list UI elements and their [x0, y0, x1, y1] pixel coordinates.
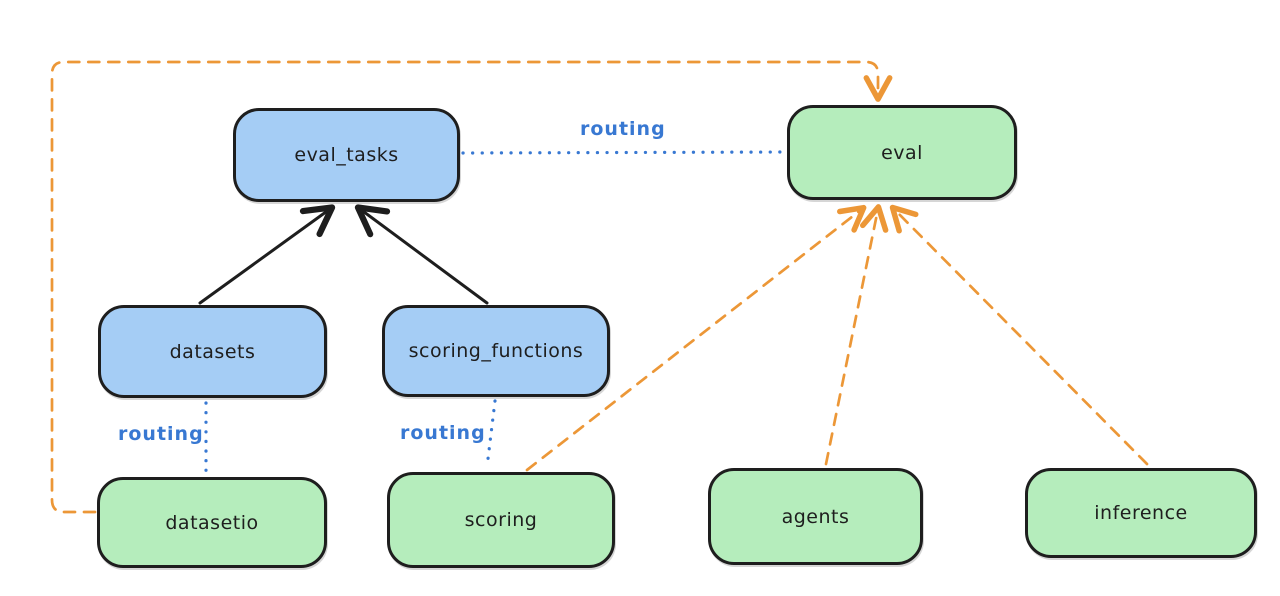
node-inference: inference [1025, 468, 1257, 558]
node-eval-tasks: eval_tasks [233, 108, 460, 202]
edge-scoring-eval [525, 204, 867, 472]
edge-datasetio-eval [50, 60, 893, 514]
edge-agents-eval [824, 204, 889, 466]
edge-label-routing-top: routing [580, 118, 666, 140]
node-datasets: datasets [98, 305, 327, 398]
node-scoring-functions: scoring_functions [382, 305, 610, 397]
node-datasetio-label: datasetio [165, 511, 259, 534]
node-scoring-label: scoring [464, 509, 538, 531]
edge-label-routing-middle: routing [400, 422, 486, 444]
node-datasetio: datasetio [97, 477, 327, 568]
node-scoring: scoring [387, 472, 615, 568]
node-eval-label: eval [881, 141, 923, 164]
node-datasets-label: datasets [169, 340, 256, 363]
edge-routing-scoringfunctions-scoring [485, 399, 497, 469]
edge-scoringfunctions-evaltasks [354, 204, 489, 305]
edge-datasets-evaltasks [198, 204, 336, 305]
node-agents-label: agents [781, 505, 850, 528]
edge-routing-evaltasks-eval [461, 150, 785, 155]
node-eval: eval [787, 105, 1017, 200]
node-scoring-functions-label: scoring_functions [408, 340, 584, 362]
edge-inference-eval [889, 204, 1149, 466]
edge-label-routing-left: routing [118, 423, 204, 445]
node-eval-tasks-label: eval_tasks [294, 144, 399, 166]
node-agents: agents [708, 468, 923, 565]
node-inference-label: inference [1094, 502, 1188, 524]
